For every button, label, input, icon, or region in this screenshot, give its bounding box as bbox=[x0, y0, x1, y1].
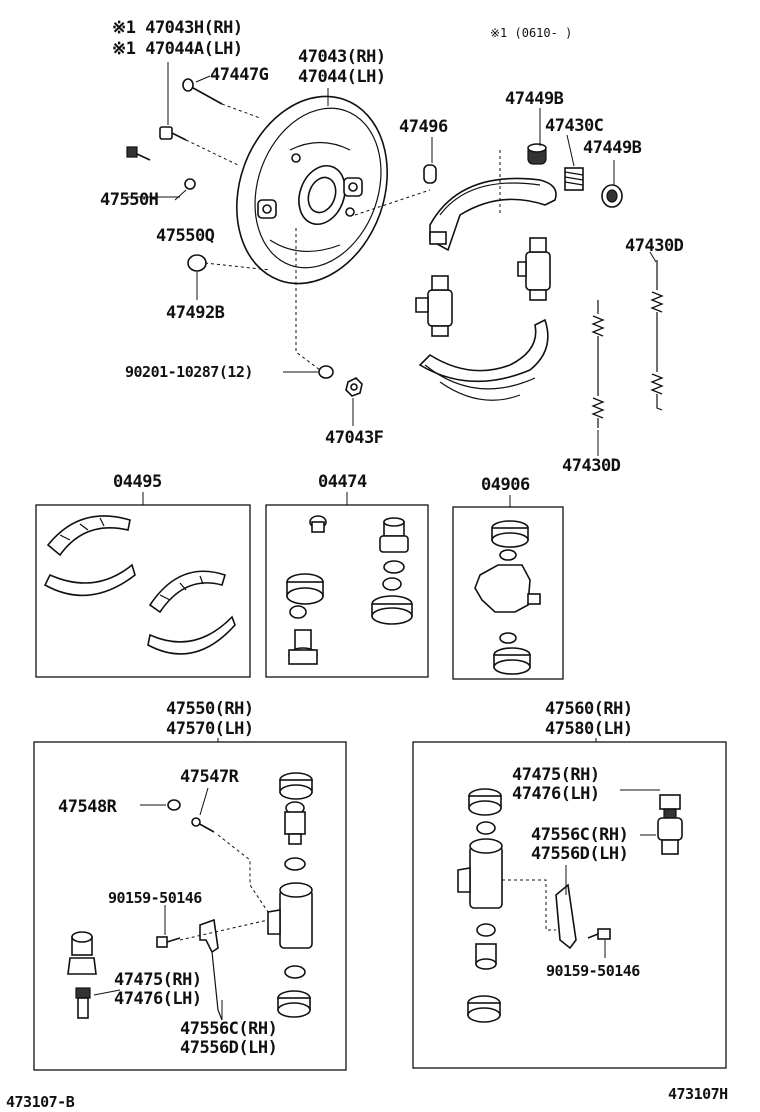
bolt-47043H bbox=[159, 126, 187, 141]
label-47496: 47496 bbox=[399, 117, 448, 137]
brake-shoe-lower bbox=[418, 318, 549, 401]
label-note: ※1 (0610- ) bbox=[490, 26, 572, 40]
label-47550Q: 47550Q bbox=[156, 226, 215, 246]
plug-47492B bbox=[187, 254, 207, 272]
spring-47430D-right bbox=[650, 260, 664, 411]
label-47430D-b: 47430D bbox=[562, 456, 621, 476]
label-47044: 47044(LH) bbox=[298, 67, 386, 87]
kit-04495-box bbox=[35, 504, 251, 678]
label-47447G: 47447G bbox=[210, 65, 269, 85]
label-47043H: ※1 47043H(RH) bbox=[112, 18, 243, 38]
label-90159-b: 90159-50146 bbox=[546, 962, 640, 980]
label-47560RH: 47560(RH) bbox=[545, 699, 633, 719]
label-47043F: 47043F bbox=[325, 428, 384, 448]
cup-47449B-lower bbox=[601, 184, 623, 208]
label-47550RH: 47550(RH) bbox=[166, 699, 254, 719]
wheel-cylinder-left bbox=[415, 275, 453, 337]
label-47044A: ※1 47044A(LH) bbox=[112, 39, 243, 59]
label-47430C: 47430C bbox=[545, 116, 603, 136]
cup-47449B-upper bbox=[527, 143, 547, 165]
label-47548R: 47548R bbox=[58, 797, 118, 817]
label-47570LH: 47570(LH) bbox=[166, 719, 254, 739]
cap-47550Q bbox=[184, 178, 196, 190]
label-47449B-a: 47449B bbox=[505, 89, 564, 109]
nut-47043F bbox=[345, 377, 363, 397]
label-47449B-b: 47449B bbox=[583, 138, 642, 158]
bolt-47447G bbox=[182, 78, 223, 105]
assembly-47550-box bbox=[33, 741, 347, 1071]
label-47556D-a: 47556D(LH) bbox=[180, 1038, 277, 1058]
label-47550H: 47550H bbox=[100, 190, 159, 210]
ref-code-left: 473107-B bbox=[6, 1093, 75, 1111]
label-47476LH-b: 47476(LH) bbox=[512, 784, 600, 804]
label-47043: 47043(RH) bbox=[298, 47, 386, 67]
label-47475RH-b: 47475(RH) bbox=[512, 765, 600, 785]
label-04474: 04474 bbox=[318, 472, 367, 492]
assembly-47560-box bbox=[412, 741, 727, 1069]
label-47476LH-a: 47476(LH) bbox=[114, 989, 202, 1009]
label-47430D-a: 47430D bbox=[625, 236, 684, 256]
label-47556C-a: 47556C(RH) bbox=[180, 1019, 277, 1039]
brake-shoe-upper bbox=[429, 177, 557, 252]
bleeder-47550H bbox=[126, 146, 151, 161]
spring-47430C bbox=[564, 167, 584, 191]
label-04906: 04906 bbox=[481, 475, 530, 495]
clip-47496 bbox=[423, 164, 437, 184]
wheel-cylinder-right bbox=[517, 237, 551, 301]
label-04495: 04495 bbox=[113, 472, 162, 492]
ref-code-right: 473107H bbox=[668, 1085, 728, 1103]
label-47580LH: 47580(LH) bbox=[545, 719, 633, 739]
label-90201: 90201-10287(12) bbox=[125, 363, 253, 381]
kit-04474-box bbox=[265, 504, 429, 678]
spring-47430D-left bbox=[591, 300, 605, 428]
label-47556C-b: 47556C(RH) bbox=[531, 825, 628, 845]
label-47547R: 47547R bbox=[180, 767, 240, 787]
kit-04906-box bbox=[452, 506, 564, 680]
label-90159-a: 90159-50146 bbox=[108, 889, 202, 907]
label-47492B: 47492B bbox=[166, 303, 225, 323]
label-47556D-b: 47556D(LH) bbox=[531, 844, 628, 864]
label-47475RH-a: 47475(RH) bbox=[114, 970, 202, 990]
backing-plate bbox=[235, 95, 389, 285]
nut-90201 bbox=[318, 365, 334, 379]
